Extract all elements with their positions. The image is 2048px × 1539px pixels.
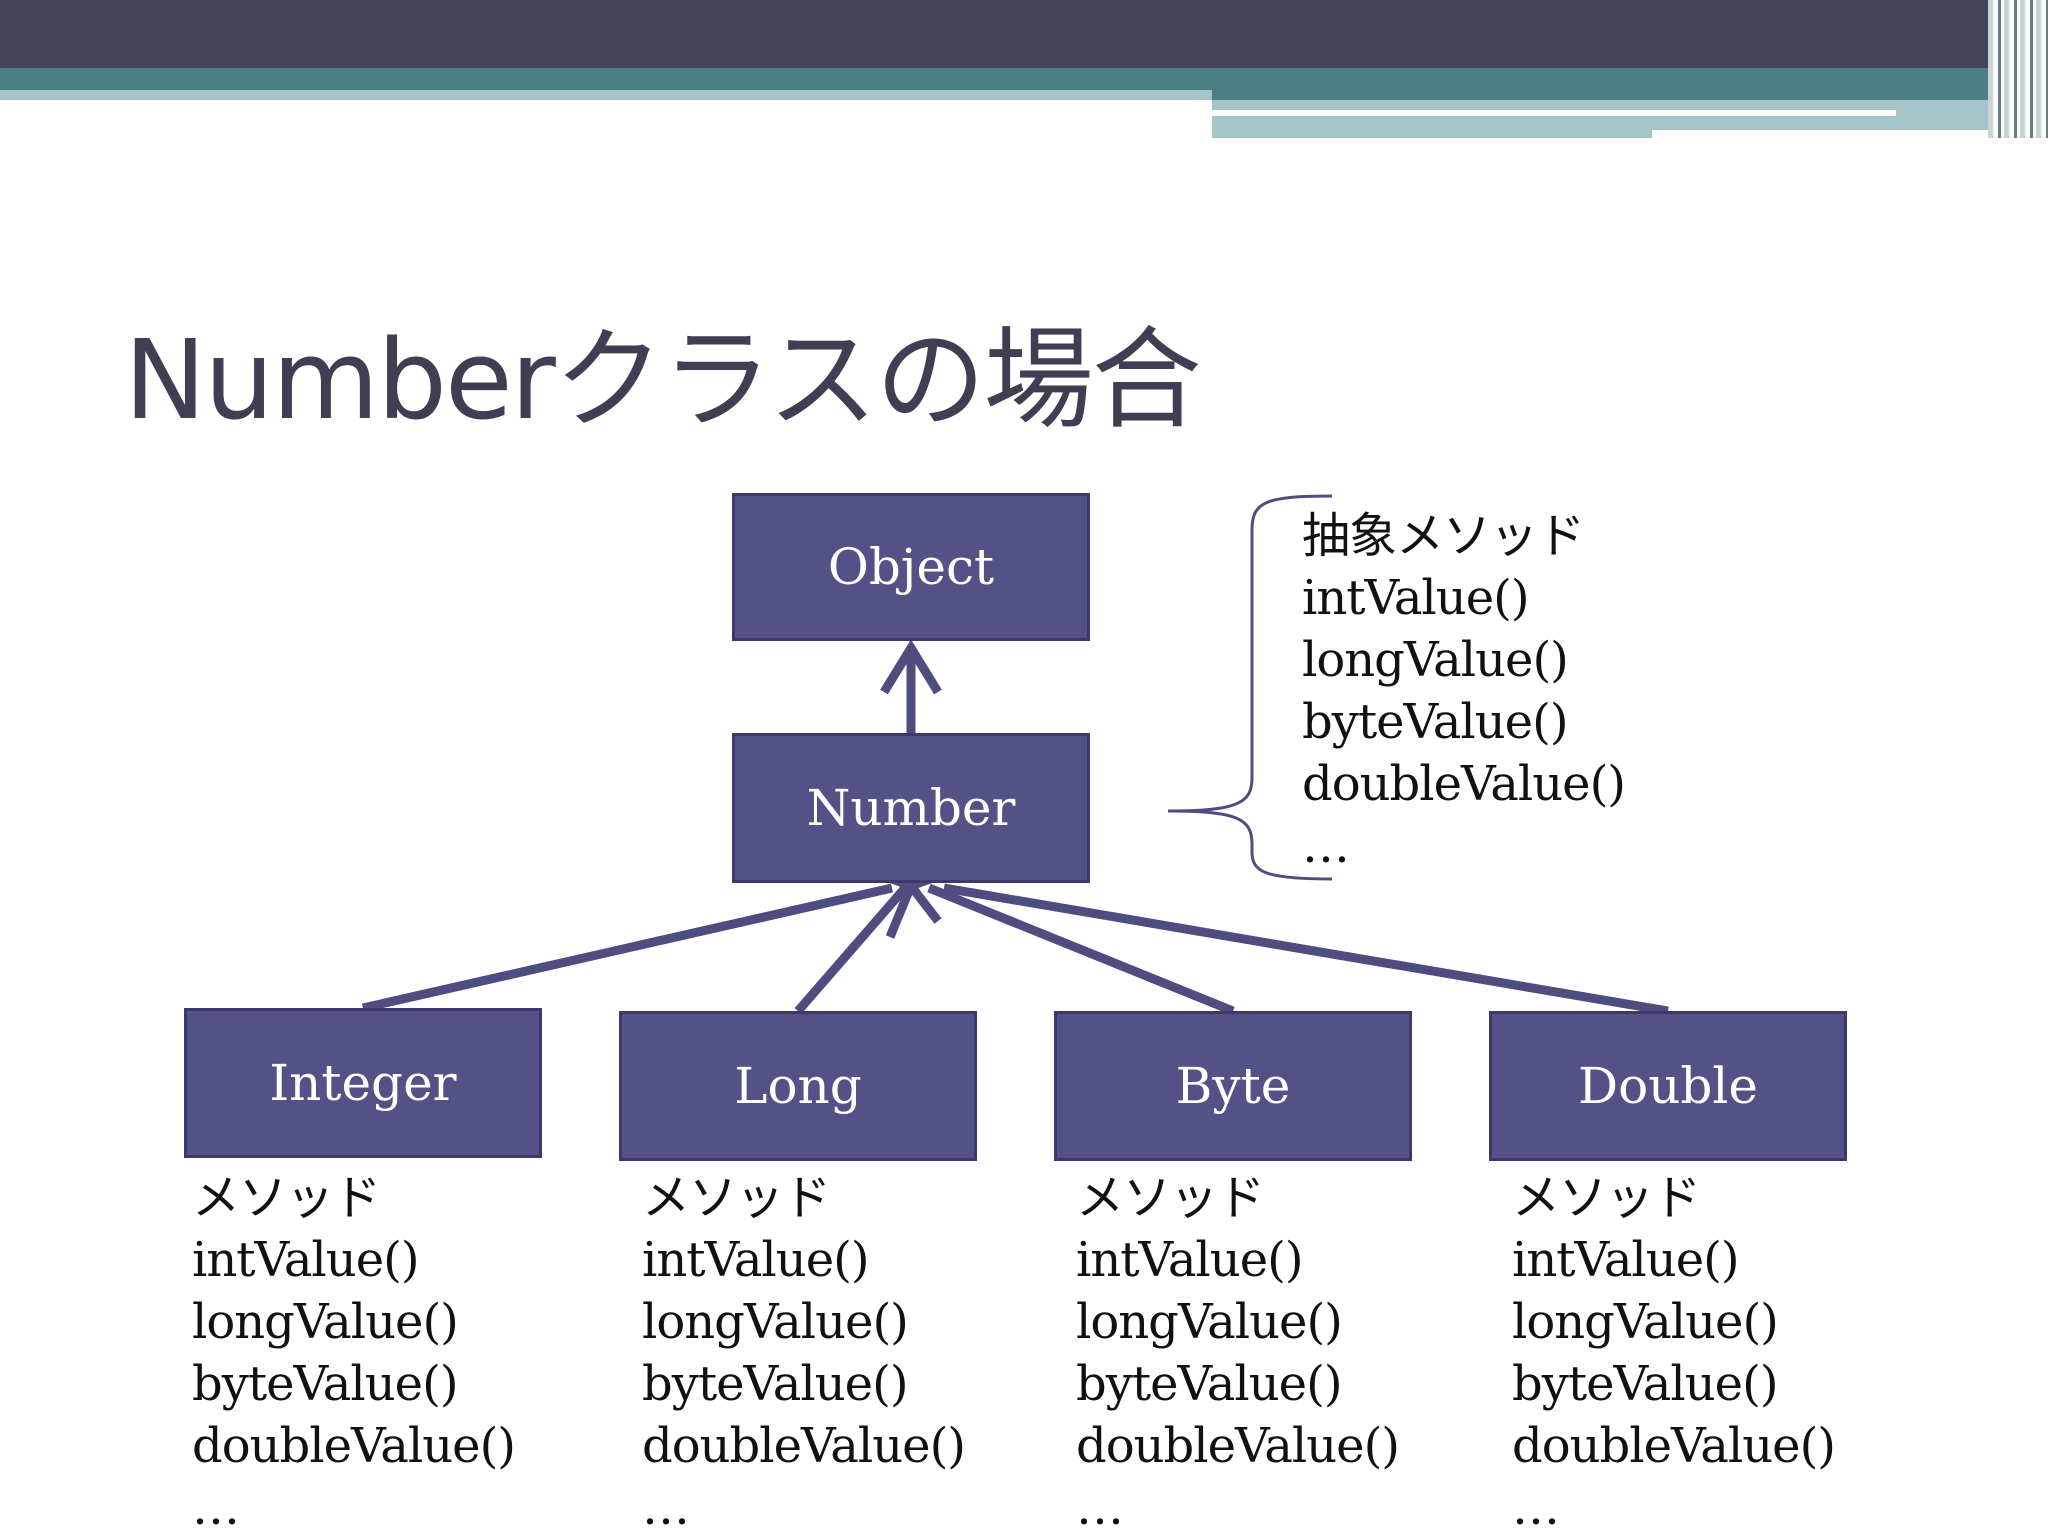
abstract-methods-heading: 抽象メソッド bbox=[1302, 508, 1585, 564]
methods-heading: メソッド bbox=[642, 1170, 831, 1226]
method-item: … bbox=[192, 1480, 240, 1536]
double-class-box: Double bbox=[1489, 1011, 1847, 1161]
header-bar-teal bbox=[0, 68, 1212, 90]
method-item: doubleValue() bbox=[1302, 756, 1626, 812]
method-item: … bbox=[1302, 818, 1350, 874]
method-item: intValue() bbox=[1076, 1232, 1304, 1288]
method-item: … bbox=[642, 1480, 690, 1536]
method-item: doubleValue() bbox=[192, 1418, 516, 1474]
method-item: longValue() bbox=[192, 1294, 459, 1350]
method-item: longValue() bbox=[1512, 1294, 1779, 1350]
method-item: byteValue() bbox=[1076, 1356, 1343, 1412]
arrow-long-to-number bbox=[794, 885, 909, 1014]
method-item: longValue() bbox=[642, 1294, 909, 1350]
method-item: intValue() bbox=[642, 1232, 870, 1288]
header-bar-teal-right bbox=[1212, 68, 2012, 100]
method-item: intValue() bbox=[1512, 1232, 1740, 1288]
integer-methods-list: メソッド intValue() longValue() byteValue() … bbox=[192, 1167, 516, 1539]
byte-methods-list: メソッド intValue() longValue() byteValue() … bbox=[1076, 1167, 1400, 1539]
method-item: … bbox=[1512, 1480, 1560, 1536]
method-item: intValue() bbox=[1302, 570, 1530, 626]
methods-heading: メソッド bbox=[1076, 1170, 1265, 1226]
number-class-box: Number bbox=[732, 733, 1090, 883]
methods-heading: メソッド bbox=[1512, 1170, 1701, 1226]
abstract-methods-brace bbox=[1167, 494, 1333, 881]
header-line-white-short bbox=[1652, 130, 2012, 138]
method-item: doubleValue() bbox=[1076, 1418, 1400, 1474]
header-bar-dark bbox=[0, 0, 2048, 68]
header-line-white bbox=[1212, 110, 1896, 116]
arrowhead-object bbox=[880, 639, 942, 695]
header-stripes bbox=[1988, 0, 2048, 138]
long-class-box: Long bbox=[619, 1011, 977, 1161]
object-class-box: Object bbox=[732, 493, 1090, 641]
methods-heading: メソッド bbox=[192, 1170, 381, 1226]
method-item: byteValue() bbox=[1512, 1356, 1779, 1412]
header-bar-teal-light bbox=[0, 90, 1212, 100]
method-item: byteValue() bbox=[192, 1356, 459, 1412]
arrow-integer-to-number bbox=[362, 883, 893, 1013]
method-item: byteValue() bbox=[642, 1356, 909, 1412]
slide-title: Numberクラスの場合 bbox=[124, 316, 1202, 444]
byte-class-box: Byte bbox=[1054, 1011, 1412, 1161]
abstract-methods-list: 抽象メソッド intValue() longValue() byteValue(… bbox=[1302, 505, 1626, 877]
method-item: longValue() bbox=[1076, 1294, 1343, 1350]
method-item: intValue() bbox=[192, 1232, 420, 1288]
arrow-double-to-number bbox=[943, 883, 1669, 1016]
arrow-byte-to-number bbox=[927, 883, 1235, 1016]
double-methods-list: メソッド intValue() longValue() byteValue() … bbox=[1512, 1167, 1836, 1539]
method-item: doubleValue() bbox=[642, 1418, 966, 1474]
method-item: doubleValue() bbox=[1512, 1418, 1836, 1474]
long-methods-list: メソッド intValue() longValue() byteValue() … bbox=[642, 1167, 966, 1539]
method-item: … bbox=[1076, 1480, 1124, 1536]
integer-class-box: Integer bbox=[184, 1008, 542, 1158]
method-item: longValue() bbox=[1302, 632, 1569, 688]
method-item: byteValue() bbox=[1302, 694, 1569, 750]
